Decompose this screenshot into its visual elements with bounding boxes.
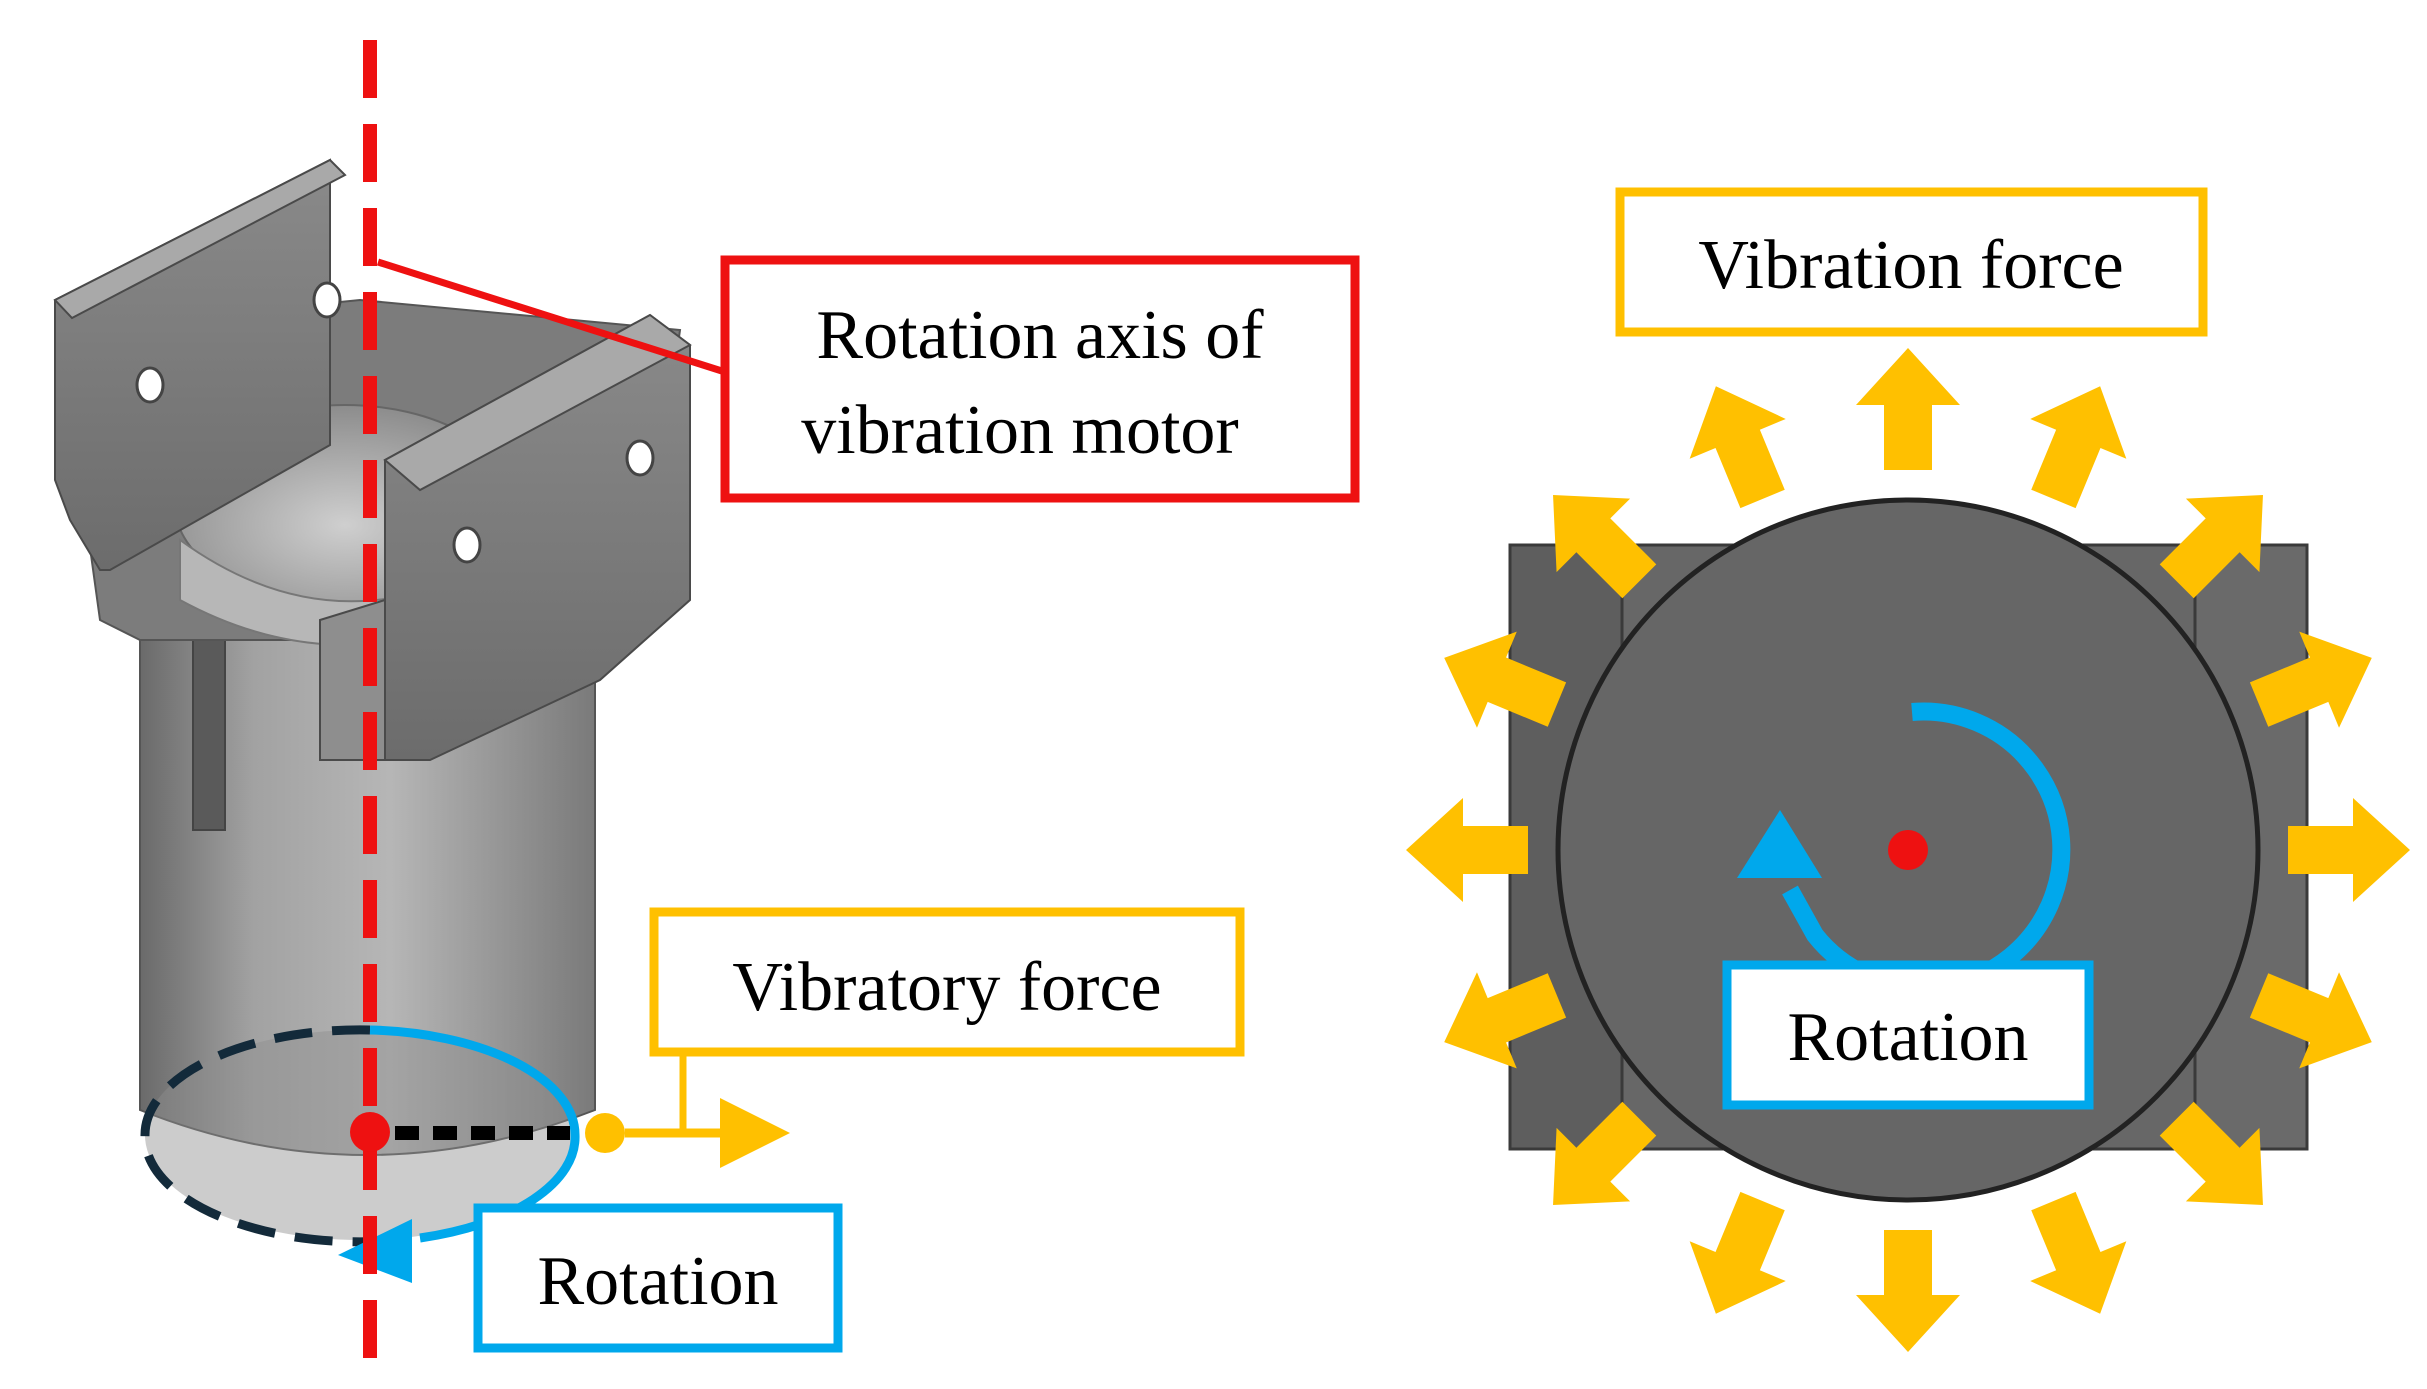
axis-label-line2: vibration motor	[801, 392, 1238, 469]
vibration-force-arrows	[1406, 348, 2410, 1352]
vibration-force-label: Vibration force	[1698, 227, 2123, 304]
eccentric-mass-dot	[585, 1113, 625, 1153]
force-arrow	[2249, 631, 2372, 728]
vibration-force-box: Vibration force	[1615, 187, 2208, 337]
left-bracket-plate	[54, 158, 331, 571]
force-arrow	[2159, 495, 2263, 599]
force-arrow	[2030, 386, 2127, 509]
left-bracket-top	[53, 158, 347, 320]
mounting-hole	[452, 526, 482, 564]
center-dot-right	[1888, 830, 1928, 870]
force-arrow	[1444, 972, 1567, 1069]
force-arrow	[1856, 348, 1960, 470]
force-arrow	[1689, 1191, 1786, 1314]
rotation-arrowhead-right	[1737, 810, 1822, 878]
mounting-hole	[135, 366, 165, 404]
mounting-hole	[625, 439, 655, 477]
right-bracket-top	[383, 313, 692, 492]
mounting-hole	[312, 281, 342, 319]
axis-label-line1: Rotation axis of	[816, 297, 1264, 374]
rotation-box-right: Rotation	[1722, 960, 2094, 1110]
axis-label-box: Rotation axis of vibration motor	[720, 255, 1360, 503]
rotation-label-left: Rotation	[537, 1243, 778, 1320]
rotation-box-left: Rotation	[473, 1203, 843, 1353]
force-arrow	[1856, 1230, 1960, 1352]
force-arrow	[2288, 798, 2410, 902]
force-arrow	[1553, 495, 1657, 599]
vibratory-force-box: Vibratory force	[649, 907, 1245, 1057]
vibratory-force-label: Vibratory force	[732, 949, 1161, 1026]
force-arrow	[1444, 631, 1567, 728]
force-arrow	[1553, 1101, 1657, 1205]
rotation-label-right: Rotation	[1787, 999, 2028, 1076]
motor-housing	[53, 158, 692, 1156]
axis-label-leader	[376, 258, 727, 376]
force-arrow	[2159, 1101, 2263, 1205]
force-arrow	[2030, 1191, 2127, 1314]
force-arrow	[2249, 972, 2372, 1069]
axis-center-dot	[350, 1112, 390, 1152]
vibratory-force-arrow	[625, 1050, 790, 1168]
force-arrow	[1689, 386, 1786, 509]
force-arrow	[1406, 798, 1528, 902]
